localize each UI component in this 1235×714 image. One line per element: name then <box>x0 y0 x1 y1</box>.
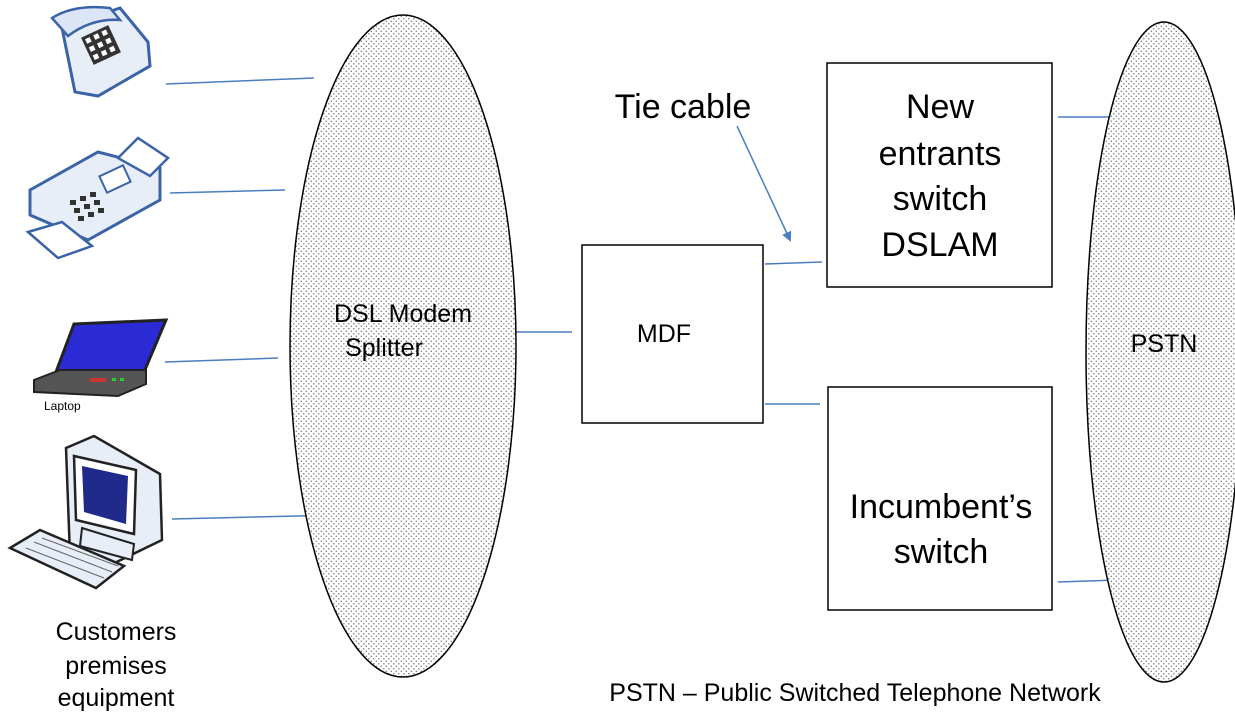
tie-cable-arrow <box>736 125 792 242</box>
fax-line <box>169 189 286 194</box>
laptop-line <box>164 357 279 363</box>
new-entrants-line1: New <box>906 88 974 126</box>
desktop-computer-icon <box>7 434 164 590</box>
dsl-splitter: DSL Modem Splitter <box>289 14 517 678</box>
splitter-label-line1: DSL Modem <box>334 300 472 328</box>
new-entrants-line3: switch <box>893 180 987 218</box>
svg-text:premises: premises <box>65 652 166 680</box>
pstn-cloud: PSTN <box>1085 21 1235 683</box>
connection-lines <box>164 77 1119 583</box>
telephone-icon <box>50 5 152 98</box>
new-entrants-dslam-box: New entrants switch DSLAM <box>826 62 1053 288</box>
svg-text:Customers: Customers <box>56 618 177 646</box>
incumbent-switch-box: Incumbent’s switch <box>827 386 1053 611</box>
incumbent-line2: switch <box>894 533 988 571</box>
customers-premises-label: Customers premises equipment <box>56 618 177 712</box>
phone-line <box>165 77 315 85</box>
pstn-footnote: PSTN – Public Switched Telephone Network <box>609 679 1101 707</box>
svg-text:equipment: equipment <box>58 684 175 712</box>
mdf-box: MDF <box>581 244 764 424</box>
incumbent-line1: Incumbent’s <box>850 488 1033 526</box>
fax-machine-icon <box>25 136 170 260</box>
mdf-label: MDF <box>637 320 691 348</box>
new-entrants-line4: DSLAM <box>881 226 998 264</box>
mdf-dslam-line <box>764 261 823 265</box>
pstn-label: PSTN <box>1131 330 1198 358</box>
laptop-icon: Laptop <box>33 318 169 413</box>
tie-cable-label: Tie cable <box>615 88 752 126</box>
laptop-label: Laptop <box>44 399 81 413</box>
splitter-label-line2: Splitter <box>345 334 423 362</box>
new-entrants-line2: entrants <box>879 135 1002 173</box>
